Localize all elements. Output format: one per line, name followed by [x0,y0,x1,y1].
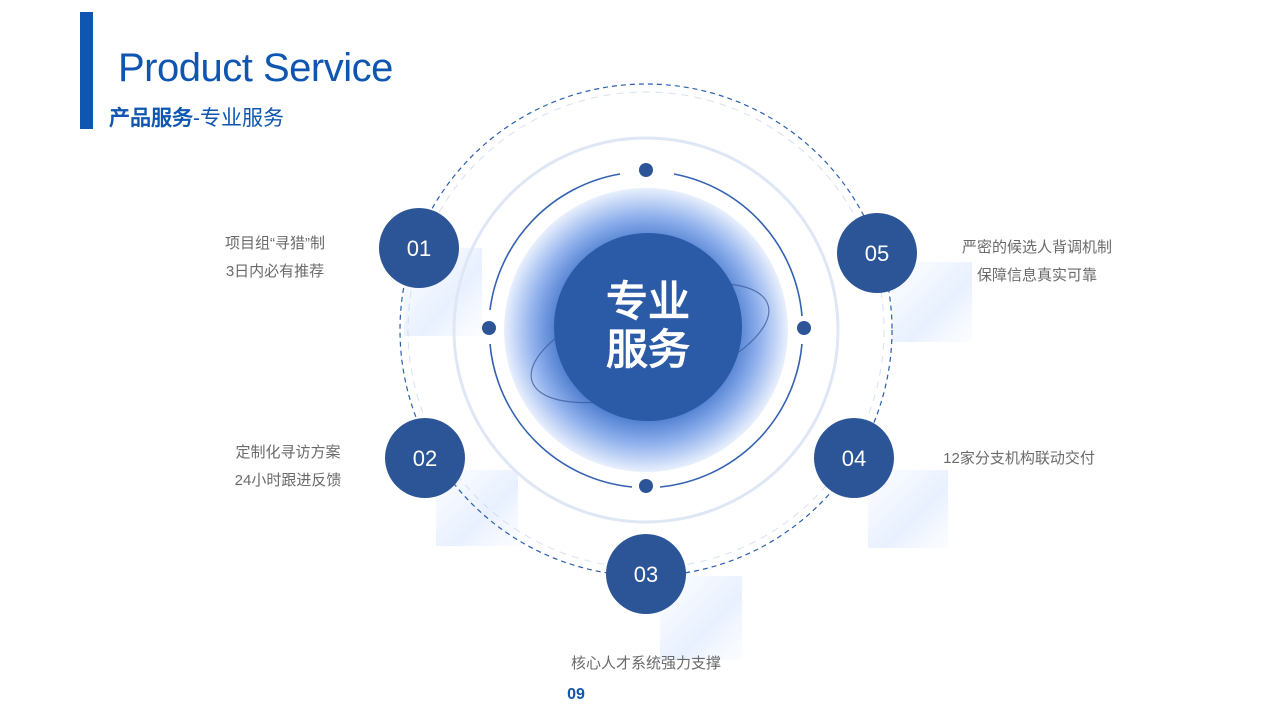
node-03-text-line1: 核心人才系统强力支撑 [570,655,721,672]
node-04-text: 12家分支机构联动交付 [909,445,1129,473]
node-05-circle [837,213,917,293]
node-05-number: 05 [865,241,889,266]
title-accent-bar [80,12,93,129]
center-label-line1: 专业 [606,277,690,326]
node-05-text: 严密的候选人背调机制 保障信息真实可靠 [927,234,1147,290]
node-04-text-line1: 12家分支机构联动交付 [943,450,1095,467]
node-03-number: 03 [634,562,658,587]
center-core [554,233,742,421]
node-05-text-line1: 严密的候选人背调机制 [961,239,1112,256]
arc-top-left [489,173,621,311]
arc-top-right [673,173,803,317]
arc-bottom-right [659,343,803,488]
inner-glow-ring [452,136,840,524]
node-01-circle [379,208,459,288]
page-title: Product Service [118,46,393,90]
node-03-text: 核心人才系统强力支撑 [536,650,756,678]
faint-dashed-ring [407,91,885,569]
node-02-text-line2: 24小时跟进反馈 [234,472,342,489]
outer-dashed-ring [399,83,893,577]
arc-bottom-left [489,343,633,488]
ring-dot-bottom [639,479,653,493]
ring-dot-left [482,321,496,335]
center-label-line2: 服务 [606,325,690,374]
node-04-circle [814,418,894,498]
subtitle-rest: -专业服务 [193,107,284,130]
node-05-text-line2: 保障信息真实可靠 [976,267,1097,284]
node-03-circle [606,534,686,614]
node-01-text: 项目组“寻猎”制 3日内必有推荐 [165,230,385,286]
node-01-number: 01 [407,236,431,261]
page-subtitle: 产品服务-专业服务 [109,102,284,132]
ring-dot-right [797,321,811,335]
node-02-number: 02 [413,446,437,471]
node-02-text-line1: 定制化寻访方案 [235,444,341,461]
node-04-number: 04 [842,446,866,471]
subtitle-bold: 产品服务 [109,107,193,130]
ring-dot-top [639,163,653,177]
node-02-text: 定制化寻访方案 24小时跟进反馈 [178,439,398,495]
page-number: 09 [567,686,585,703]
node-01-text-line1: 项目组“寻猎”制 [225,235,325,252]
node-01-text-line2: 3日内必有推荐 [225,263,325,280]
node-02-circle [385,418,465,498]
